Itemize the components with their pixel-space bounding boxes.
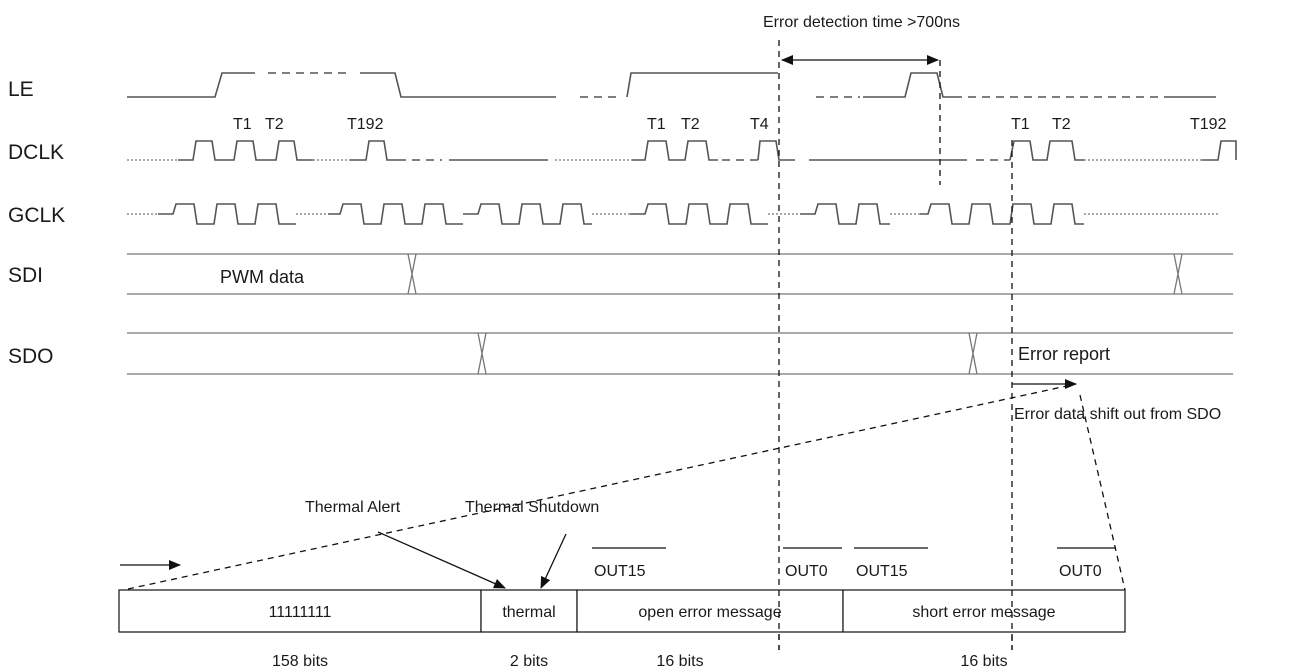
sdi-signal-label: SDI bbox=[8, 264, 43, 287]
error-detection-time-label: Error detection time >700ns bbox=[763, 14, 960, 31]
register-field-box bbox=[118, 589, 482, 633]
register-field-box bbox=[576, 589, 844, 633]
clock-label-t1: T1 bbox=[647, 116, 666, 133]
clock-label-t1: T1 bbox=[233, 116, 252, 133]
register-frame bbox=[118, 589, 1126, 633]
short-msb-label: OUT15 bbox=[856, 563, 908, 580]
zoom-lines bbox=[127, 383, 1126, 591]
open-msb-label: OUT15 bbox=[594, 563, 646, 580]
short-lsb-label: OUT0 bbox=[1059, 563, 1102, 580]
sdo-signal-label: SDO bbox=[8, 345, 54, 368]
clock-label-t2: T2 bbox=[1052, 116, 1071, 133]
gclk-signal-label: GCLK bbox=[8, 204, 65, 227]
clock-label-t192: T192 bbox=[347, 116, 384, 133]
sdi-bus bbox=[127, 253, 1233, 295]
error-shift-label: Error data shift out from SDO bbox=[1014, 406, 1221, 423]
reference-lines-overlay bbox=[778, 590, 1013, 650]
register-field-text: open error message bbox=[638, 604, 781, 621]
sdo-bus bbox=[127, 332, 1233, 375]
register-field-box bbox=[480, 589, 578, 633]
clock-label-t1: T1 bbox=[1011, 116, 1030, 133]
pwm-data-label: PWM data bbox=[220, 267, 305, 287]
le-signal-label: LE bbox=[8, 78, 34, 101]
register-field-text: 11111111 bbox=[269, 604, 332, 621]
dclk-clock-labels: T1 T2 T192 T1 T2 T4 T1 T2 T192 bbox=[233, 116, 1227, 133]
clock-label-t2: T2 bbox=[265, 116, 284, 133]
bit-count-label: 16 bits bbox=[960, 653, 1007, 670]
error-report-label: Error report bbox=[1018, 344, 1110, 364]
dclk-waveform bbox=[127, 140, 1237, 161]
clock-label-t2: T2 bbox=[681, 116, 700, 133]
thermal-alert-arrow bbox=[377, 531, 506, 589]
gclk-waveform bbox=[127, 203, 1218, 225]
reference-lines bbox=[778, 40, 1013, 650]
dclk-signal-label: DCLK bbox=[8, 141, 64, 164]
bit-count-label: 158 bits bbox=[272, 653, 328, 670]
open-lsb-label: OUT0 bbox=[785, 563, 828, 580]
register-field-text: short error message bbox=[912, 604, 1055, 621]
thermal-alert-label: Thermal Alert bbox=[305, 499, 401, 516]
bit-count-label: 16 bits bbox=[656, 653, 703, 670]
clock-label-t192: T192 bbox=[1190, 116, 1227, 133]
register-field-box bbox=[842, 589, 1126, 633]
le-waveform bbox=[127, 72, 1216, 98]
clock-label-t4: T4 bbox=[750, 116, 769, 133]
thermal-shutdown-arrow bbox=[540, 533, 567, 589]
thermal-shutdown-label: Thermal Shutdown bbox=[465, 499, 599, 516]
register-field-text: thermal bbox=[502, 604, 555, 621]
bit-count-label: 2 bits bbox=[510, 653, 548, 670]
